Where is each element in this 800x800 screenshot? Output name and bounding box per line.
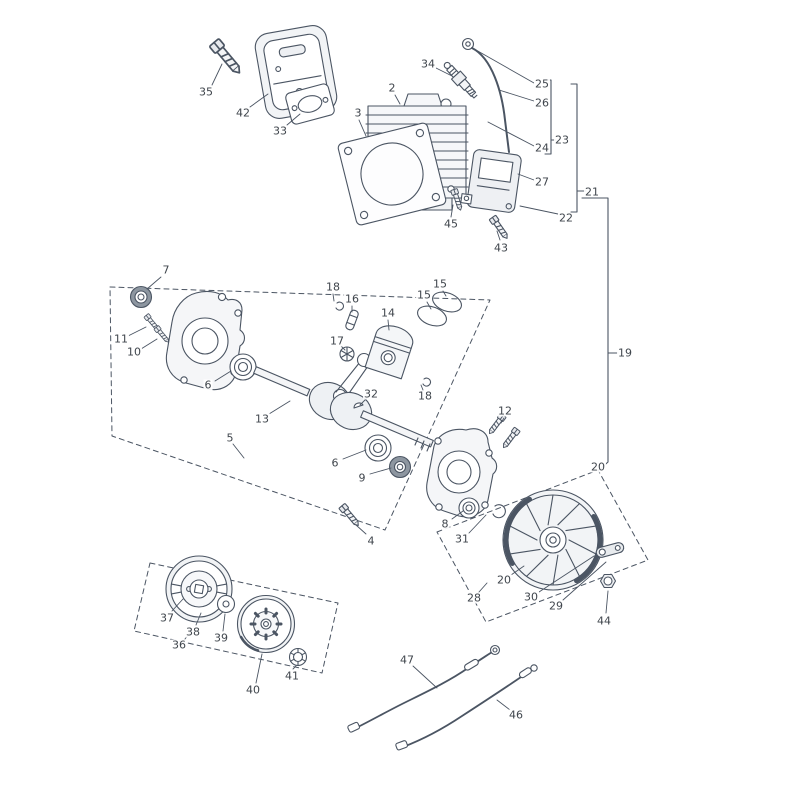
leader-line-26 — [498, 89, 535, 102]
leader-line-22 — [519, 205, 559, 215]
leader-line-25 — [475, 49, 535, 84]
main-bearing-left — [229, 353, 257, 381]
oil-seal-right — [388, 455, 412, 479]
cylinder-base-gasket — [337, 122, 447, 226]
case-screw-12a — [486, 412, 507, 437]
clutch-dashed-box — [133, 562, 339, 674]
leader-line-46 — [496, 699, 511, 711]
leader-line-20 — [510, 565, 525, 576]
piston — [364, 325, 414, 380]
snap-ring-31 — [492, 504, 506, 519]
leader-line-6 — [342, 449, 367, 460]
ignition-coil — [460, 149, 522, 213]
crankcase-right-half — [426, 428, 498, 518]
crankcase-left-half — [165, 290, 246, 391]
flywheel-dashed-box — [436, 469, 649, 623]
bracket-line-19-20 — [581, 197, 609, 471]
lead-wire-long — [395, 664, 538, 751]
piston-ring-2 — [432, 291, 462, 313]
leader-line-8 — [451, 510, 464, 520]
leader-line-9 — [369, 467, 392, 475]
leader-line-12 — [500, 417, 505, 424]
leader-line-40 — [255, 653, 263, 684]
leader-line-7 — [146, 276, 162, 290]
leader-line-41 — [292, 665, 297, 670]
leader-line-28 — [478, 582, 488, 593]
bracket-line-21 — [570, 83, 578, 213]
leader-line-42 — [249, 93, 269, 108]
pin-clip-left — [335, 301, 344, 311]
starter-pawl — [595, 542, 625, 558]
leader-line-34 — [435, 67, 453, 77]
muffler-bolt — [208, 37, 246, 78]
main-bearing-right — [364, 434, 392, 462]
leader-line-13 — [268, 400, 291, 415]
leader-line-37 — [171, 598, 184, 612]
leader-line-29 — [562, 561, 607, 601]
leader-line-47 — [412, 665, 438, 689]
flywheel-nut — [599, 573, 617, 589]
leader-line-18 — [420, 384, 424, 391]
leader-line-2 — [394, 94, 401, 105]
leader-line-35 — [211, 63, 223, 86]
leader-line-15 — [442, 290, 447, 297]
leader-line-24 — [487, 121, 535, 147]
coil-screw-43 — [488, 214, 511, 242]
leader-line-43 — [496, 230, 501, 241]
pin-clip-right — [422, 377, 431, 387]
leader-line-4 — [355, 524, 367, 535]
leader-line-30 — [538, 555, 595, 593]
clutch-washer — [216, 594, 236, 614]
piston-ring-1 — [417, 305, 447, 327]
bracket-line-23 — [544, 79, 552, 155]
spark-plug — [443, 61, 478, 99]
crankshaft — [253, 352, 434, 452]
leader-line-39 — [222, 613, 226, 632]
leader-line-17 — [340, 345, 346, 351]
leader-line-10 — [140, 338, 158, 350]
case-screw-10 — [153, 325, 172, 345]
leader-line-33 — [286, 113, 301, 126]
leader-line-11 — [127, 326, 147, 337]
leader-line-15 — [426, 301, 432, 310]
leader-line-5 — [232, 443, 245, 459]
drum-needle-bearing — [288, 647, 308, 667]
leader-line-6 — [214, 370, 232, 382]
flywheel — [502, 489, 604, 591]
clutch-drum — [236, 594, 296, 654]
piston-pin — [345, 309, 359, 331]
leader-line-3 — [358, 119, 367, 137]
crank-assembly-dashed-box — [109, 286, 491, 531]
plug-wire — [461, 37, 510, 153]
leader-line-27 — [517, 173, 535, 181]
leader-line-14 — [387, 319, 390, 331]
muffler-gasket — [285, 83, 335, 125]
leader-line-45 — [450, 204, 454, 218]
lead-wire-short — [347, 644, 501, 733]
leader-line-36 — [184, 629, 193, 640]
clutch-assembly — [165, 555, 233, 623]
small-bearing-8 — [458, 497, 480, 519]
case-screw-12b — [500, 426, 521, 451]
oil-seal-left — [129, 285, 153, 309]
piston-pin-bearing — [339, 346, 355, 362]
leader-line-18 — [332, 293, 335, 302]
leader-line-38 — [195, 612, 202, 626]
leader-line-44 — [605, 590, 609, 614]
leader-line-31 — [468, 514, 487, 534]
